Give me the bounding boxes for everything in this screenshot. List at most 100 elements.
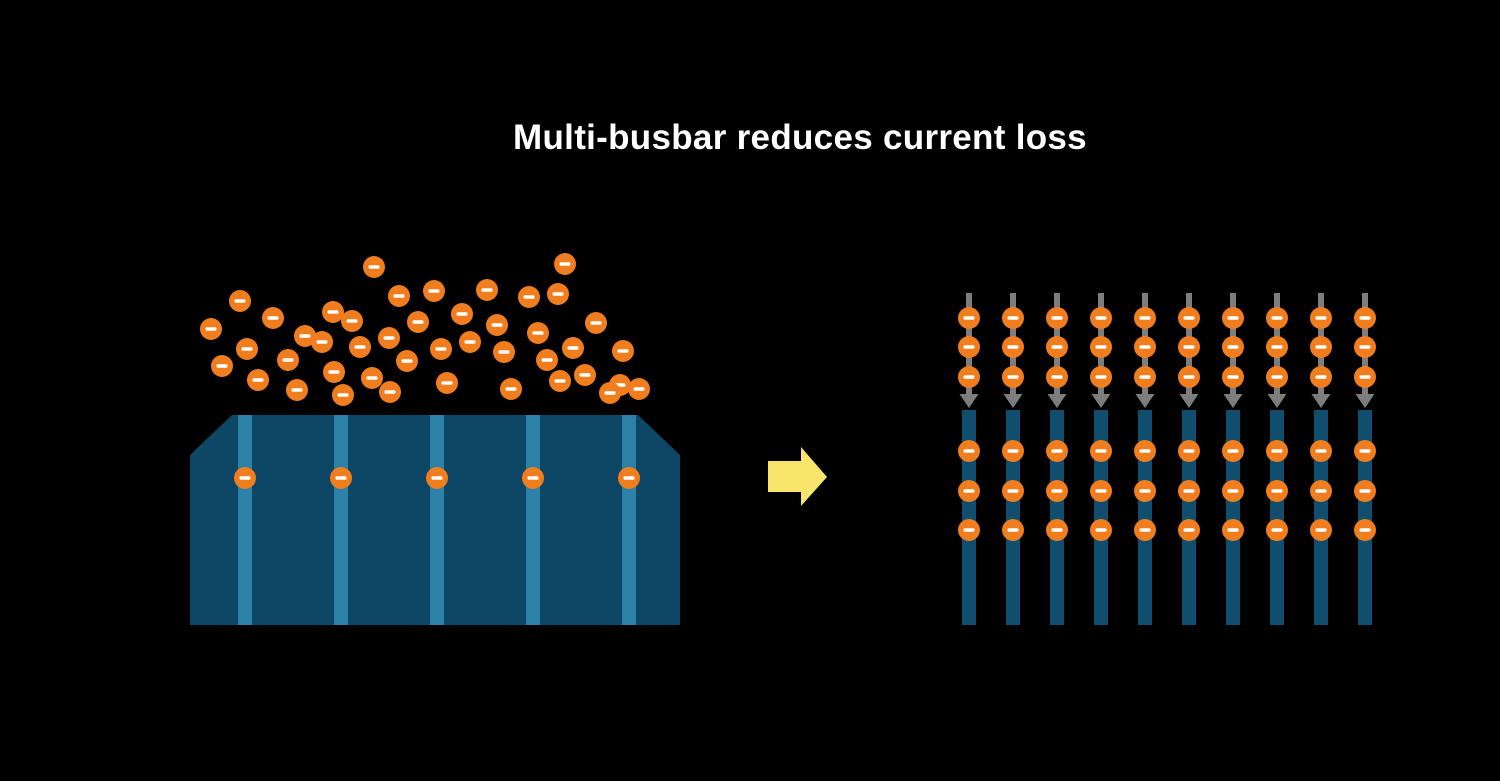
flow-arrow-head: [1267, 394, 1287, 408]
electron-icon: [286, 379, 308, 401]
electron-icon: [1090, 366, 1112, 388]
minus-glyph: [963, 375, 975, 379]
electron-icon: [1266, 336, 1288, 358]
minus-glyph: [1095, 528, 1107, 532]
flow-arrow-head: [1223, 394, 1243, 408]
electron-icon: [1354, 366, 1376, 388]
minus-glyph: [523, 295, 535, 299]
multi-busbar-column: [958, 293, 980, 625]
electron-icon: [1002, 480, 1024, 502]
electron-icon: [1354, 307, 1376, 329]
minus-glyph: [1095, 316, 1107, 320]
busbar-stripe: [526, 415, 540, 625]
minus-glyph: [1095, 375, 1107, 379]
electron-icon: [476, 279, 498, 301]
electron-icon: [1002, 336, 1024, 358]
electron-icon: [1090, 519, 1112, 541]
minus-glyph: [366, 376, 378, 380]
minus-glyph: [1051, 528, 1063, 532]
electron-icon: [379, 381, 401, 403]
minus-glyph: [327, 310, 339, 314]
electron-icon: [574, 364, 596, 386]
electron-icon: [612, 340, 634, 362]
electron-icon: [332, 384, 354, 406]
minus-glyph: [1271, 528, 1283, 532]
electron-icon: [1222, 336, 1244, 358]
electron-icon: [1002, 307, 1024, 329]
page-title: Multi-busbar reduces current loss: [513, 118, 1087, 157]
multi-busbar-column: [1222, 293, 1244, 625]
electron-icon: [585, 312, 607, 334]
minus-glyph: [1007, 375, 1019, 379]
minus-glyph: [435, 347, 447, 351]
flow-arrow-head: [1311, 394, 1331, 408]
minus-glyph: [963, 345, 975, 349]
flow-arrow-head: [1003, 394, 1023, 408]
electron-icon: [247, 369, 269, 391]
busbar-stripe: [1270, 410, 1284, 625]
electron-icon: [500, 378, 522, 400]
electron-icon: [522, 467, 544, 489]
electron-icon: [1354, 440, 1376, 462]
electron-icon: [1090, 307, 1112, 329]
minus-glyph: [368, 265, 380, 269]
minus-glyph: [1139, 345, 1151, 349]
electron-icon: [1222, 480, 1244, 502]
electron-icon: [1134, 366, 1156, 388]
electron-icon: [1178, 366, 1200, 388]
electron-icon: [1002, 519, 1024, 541]
electron-icon: [407, 311, 429, 333]
electron-icon: [1310, 519, 1332, 541]
electron-icon: [958, 519, 980, 541]
minus-glyph: [527, 476, 539, 480]
minus-glyph: [393, 294, 405, 298]
electron-icon: [527, 322, 549, 344]
minus-glyph: [1359, 528, 1371, 532]
minus-glyph: [1183, 528, 1195, 532]
minus-glyph: [963, 449, 975, 453]
electron-icon: [1354, 336, 1376, 358]
minus-glyph: [1183, 489, 1195, 493]
electron-icon: [341, 310, 363, 332]
minus-glyph: [234, 299, 246, 303]
electron-icon: [1178, 307, 1200, 329]
minus-glyph: [441, 381, 453, 385]
electron-icon: [430, 338, 452, 360]
minus-glyph: [567, 346, 579, 350]
minus-glyph: [337, 393, 349, 397]
minus-glyph: [633, 387, 645, 391]
electron-icon: [1090, 440, 1112, 462]
electron-icon: [1310, 440, 1332, 462]
minus-glyph: [428, 289, 440, 293]
electron-icon: [958, 440, 980, 462]
minus-glyph: [552, 292, 564, 296]
electron-icon: [423, 280, 445, 302]
electron-icon: [1266, 440, 1288, 462]
minus-glyph: [384, 390, 396, 394]
minus-glyph: [1359, 449, 1371, 453]
electron-icon: [554, 253, 576, 275]
electron-icon: [1046, 480, 1068, 502]
minus-glyph: [354, 345, 366, 349]
minus-glyph: [1007, 489, 1019, 493]
minus-glyph: [1271, 345, 1283, 349]
electron-icon: [1134, 307, 1156, 329]
minus-glyph: [559, 262, 571, 266]
electron-icon: [1266, 480, 1288, 502]
minus-glyph: [1139, 489, 1151, 493]
minus-glyph: [1051, 375, 1063, 379]
minus-glyph: [1227, 489, 1239, 493]
electron-icon: [363, 256, 385, 278]
electron-icon: [1046, 519, 1068, 541]
electron-icon: [1266, 519, 1288, 541]
electron-icon: [486, 314, 508, 336]
busbar-stripe: [1314, 410, 1328, 625]
minus-glyph: [299, 334, 311, 338]
minus-glyph: [963, 489, 975, 493]
electron-icon: [1266, 307, 1288, 329]
electron-icon: [1310, 366, 1332, 388]
electron-icon: [493, 341, 515, 363]
electron-icon: [378, 327, 400, 349]
electron-icon: [426, 467, 448, 489]
